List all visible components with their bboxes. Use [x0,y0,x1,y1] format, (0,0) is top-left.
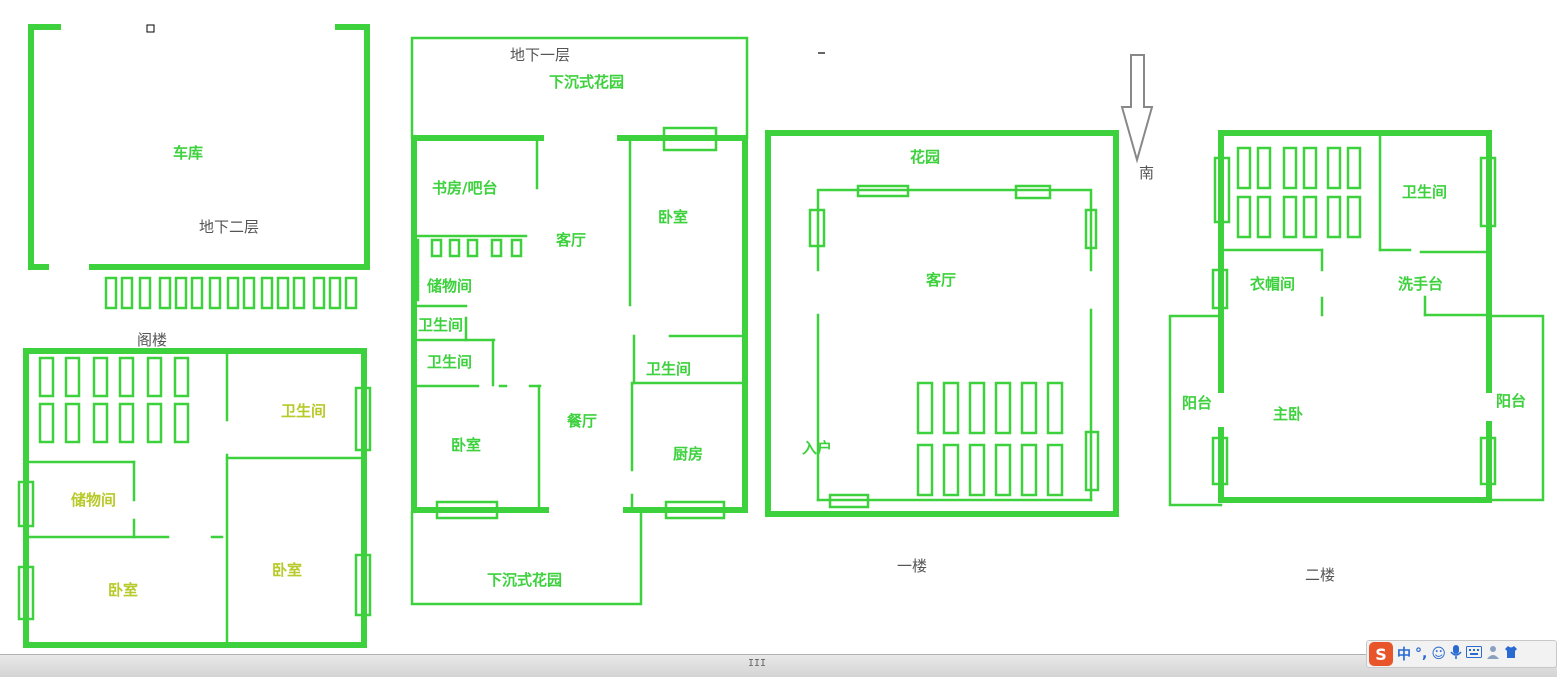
label-bedroom-attic-left: 卧室 [108,581,139,599]
label-bath-f2: 卫生间 [1402,183,1448,201]
keyboard-icon[interactable] [1465,646,1482,662]
label-floor1: 一楼 [897,557,928,575]
label-bedroom-b1-right: 卧室 [658,208,689,226]
label-garage: 车库 [173,144,204,162]
label-dining: 餐厅 [567,412,598,430]
ime-toolbar[interactable]: S 中 °, ☺ [1366,640,1557,668]
attic-plan [17,348,372,648]
ime-mode-toggle[interactable]: 中 [1397,647,1411,663]
user-icon[interactable] [1486,645,1500,663]
label-balcony-left: 阳台 [1182,394,1213,412]
down-arrow-icon [1120,54,1154,164]
label-balcony-right: 阳台 [1496,392,1527,410]
label-bath-attic: 卫生间 [281,402,327,420]
label-bath-b1-right: 卫生间 [646,360,692,378]
label-closet: 衣帽间 [1250,275,1296,293]
microphone-icon[interactable] [1450,644,1462,664]
basement1-plan [410,36,749,606]
label-study: 书房/吧台 [432,179,498,197]
walls [17,24,1545,648]
label-living-f1: 客厅 [926,271,957,289]
label-bath-b1-left: 卫生间 [427,353,473,371]
floor2-plan [1168,130,1545,507]
label-basement2: 地下二层 [199,218,260,236]
label-garden-f1: 花园 [910,148,941,166]
shirt-icon[interactable] [1504,645,1518,663]
label-washbasin: 洗手台 [1398,275,1444,293]
label-bedroom-b1-left: 卧室 [451,436,482,454]
label-entrance: 入户 [802,439,833,457]
floor1-plan [765,130,1119,517]
ime-punctuation-toggle[interactable]: °, [1415,646,1428,662]
label-basement1: 地下一层 [510,46,571,64]
horizontal-scrollbar[interactable]: III [0,654,1557,677]
sogou-logo-icon[interactable]: S [1369,642,1393,666]
label-master: 主卧 [1273,405,1304,423]
label-floor2: 二楼 [1305,566,1336,584]
label-garden-top: 下沉式花园 [549,73,625,91]
label-attic: 阁楼 [137,331,168,349]
label-garden-bottom: 下沉式花园 [487,571,563,589]
label-bedroom-attic-right: 卧室 [272,561,303,579]
label-storage-attic: 储物间 [71,491,117,509]
scrollbar-grip[interactable]: III [748,658,767,669]
compass-label: 南 [1139,164,1155,182]
label-storage-b1: 储物间 [427,277,473,295]
basement2-plan [28,24,370,310]
label-bath-b1-small: 卫生间 [418,316,464,334]
label-living-b1: 客厅 [556,231,587,249]
label-kitchen: 厨房 [673,445,704,463]
emoji-icon[interactable]: ☺ [1431,646,1446,662]
